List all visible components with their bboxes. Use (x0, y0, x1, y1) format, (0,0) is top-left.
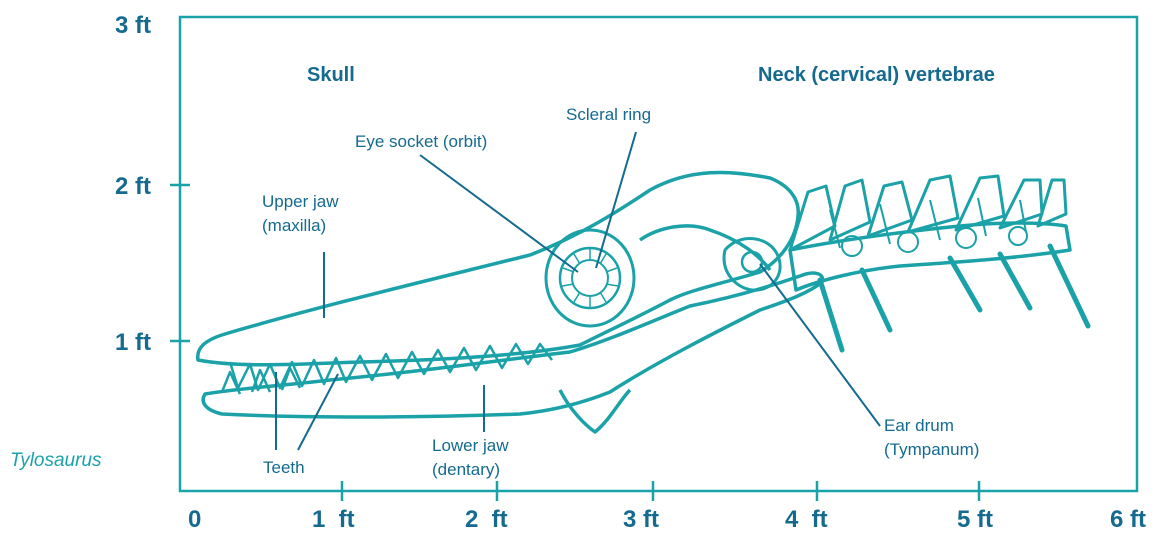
neck-heading: Neck (cervical) vertebrae (758, 64, 995, 87)
x-axis-label-6ft: 6 ft (1110, 506, 1146, 534)
upper-jaw-label-line1: Upper jaw (262, 190, 339, 214)
y-axis-label-1ft: 1 ft (115, 329, 151, 357)
lower-jaw-label: Lower jaw (dentary) (432, 434, 509, 482)
leader-scleral-ring (596, 132, 636, 268)
scleral-ring-label: Scleral ring (566, 103, 651, 127)
teeth-label: Teeth (263, 456, 305, 480)
species-name: Tylosaurus (10, 450, 102, 472)
upper-jaw-label-line2: (maxilla) (262, 214, 339, 238)
ear-drum-label-line2: (Tympanum) (884, 438, 979, 462)
y-axis-label-2ft: 2 ft (115, 173, 151, 201)
lower-jaw-label-line2: (dentary) (432, 458, 509, 482)
x-axis-label-1ft: 1 ft (312, 506, 355, 534)
x-axis-label-3ft: 3 ft (623, 506, 659, 534)
x-axis-label-4ft: 4 ft (785, 506, 828, 534)
upper-jaw-label: Upper jaw (maxilla) (262, 190, 339, 238)
ear-drum-label-line1: Ear drum (884, 414, 979, 438)
x-axis-label-0: 0 (188, 506, 201, 534)
leader-eye-socket (420, 155, 578, 272)
skull-heading: Skull (307, 64, 355, 87)
eye-socket-label: Eye socket (orbit) (355, 130, 487, 154)
x-axis-label-2ft: 2 ft (465, 506, 508, 534)
leader-teeth-2 (298, 374, 338, 450)
lower-jaw-label-line1: Lower jaw (432, 434, 509, 458)
neck-vertebrae (790, 176, 1088, 350)
ear-drum-label: Ear drum (Tympanum) (884, 414, 979, 462)
y-axis-label-3ft: 3 ft (115, 12, 151, 40)
x-axis-label-5ft: 5 ft (957, 506, 993, 534)
